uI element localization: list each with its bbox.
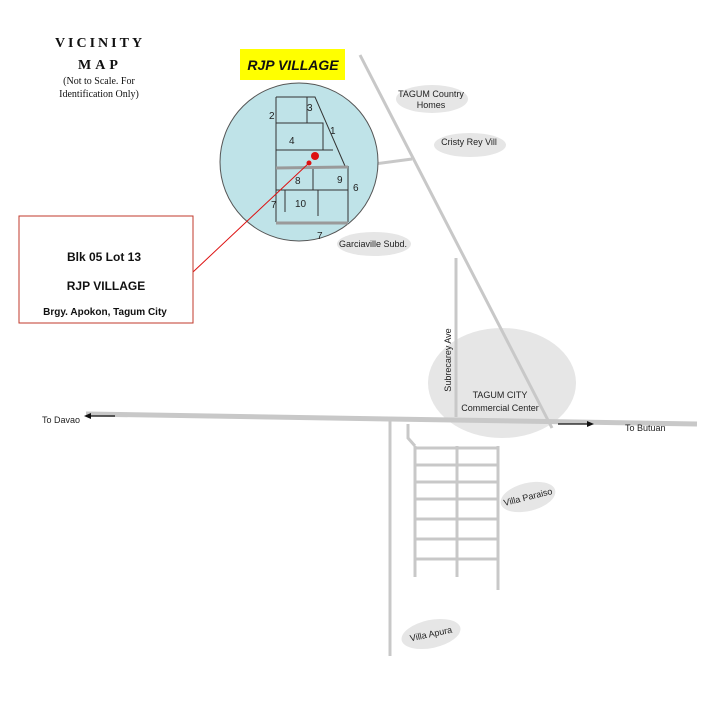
lot-number-7a: 7	[271, 200, 277, 211]
cristy-rey-blob	[434, 133, 506, 157]
location-marker-icon	[311, 152, 319, 160]
to-butuan-label: To Butuan	[625, 423, 666, 433]
title-line1: VICINITY	[55, 36, 145, 51]
tagum-country-label-1: TAGUM Country	[398, 89, 464, 99]
arrow-left-icon	[84, 413, 115, 419]
title-note1: (Not to Scale. For	[63, 76, 135, 87]
tagum-country-label-2: Homes	[417, 100, 446, 110]
commercial-label-1: TAGUM CITY	[473, 390, 528, 400]
lot-number-2: 2	[269, 111, 275, 122]
lot-number-3: 3	[307, 103, 313, 114]
title-note2: Identification Only)	[59, 89, 139, 100]
lot-layout	[275, 96, 349, 223]
subdivision-access-road	[406, 424, 417, 447]
village-street	[275, 165, 349, 170]
lot-number-7b: 7	[317, 231, 323, 242]
villa-paraiso-blob	[500, 481, 556, 513]
garciaville-blob	[337, 232, 411, 256]
village-circle	[219, 82, 379, 242]
tagum-country-blob	[396, 85, 468, 113]
location-line3: Brgy. Apokon, Tagum City	[43, 307, 167, 318]
to-davao-label: To Davao	[42, 415, 80, 425]
arrow-right-icon	[558, 421, 594, 427]
lot-number-10: 10	[295, 199, 307, 210]
subrecarey-label: Subrecarey Ave	[443, 328, 453, 391]
village-badge	[240, 49, 345, 80]
commercial-center-area	[428, 328, 576, 438]
location-line1: Blk 05 Lot 13	[67, 250, 141, 264]
lot-number-4: 4	[289, 136, 295, 147]
leader-line	[192, 162, 310, 273]
village-badge-label: RJP VILLAGE	[247, 57, 339, 73]
lot-number-8: 8	[295, 176, 301, 187]
commercial-label-2: Commercial Center	[461, 403, 539, 413]
diagonal-road	[358, 54, 554, 429]
subdivision-grid	[413, 446, 500, 590]
cristy-rey-label: Cristy Rey Vill	[441, 137, 497, 147]
lot-number-1: 1	[330, 126, 336, 137]
location-box	[18, 215, 194, 324]
lot-number-6: 6	[353, 183, 359, 194]
garciaville-label: Garciaville Subd.	[339, 239, 407, 249]
villa-apura-blob	[401, 618, 461, 650]
location-line2: RJP VILLAGE	[67, 279, 145, 293]
title-line2: MAP	[78, 58, 122, 73]
lot-number-9: 9	[337, 175, 343, 186]
